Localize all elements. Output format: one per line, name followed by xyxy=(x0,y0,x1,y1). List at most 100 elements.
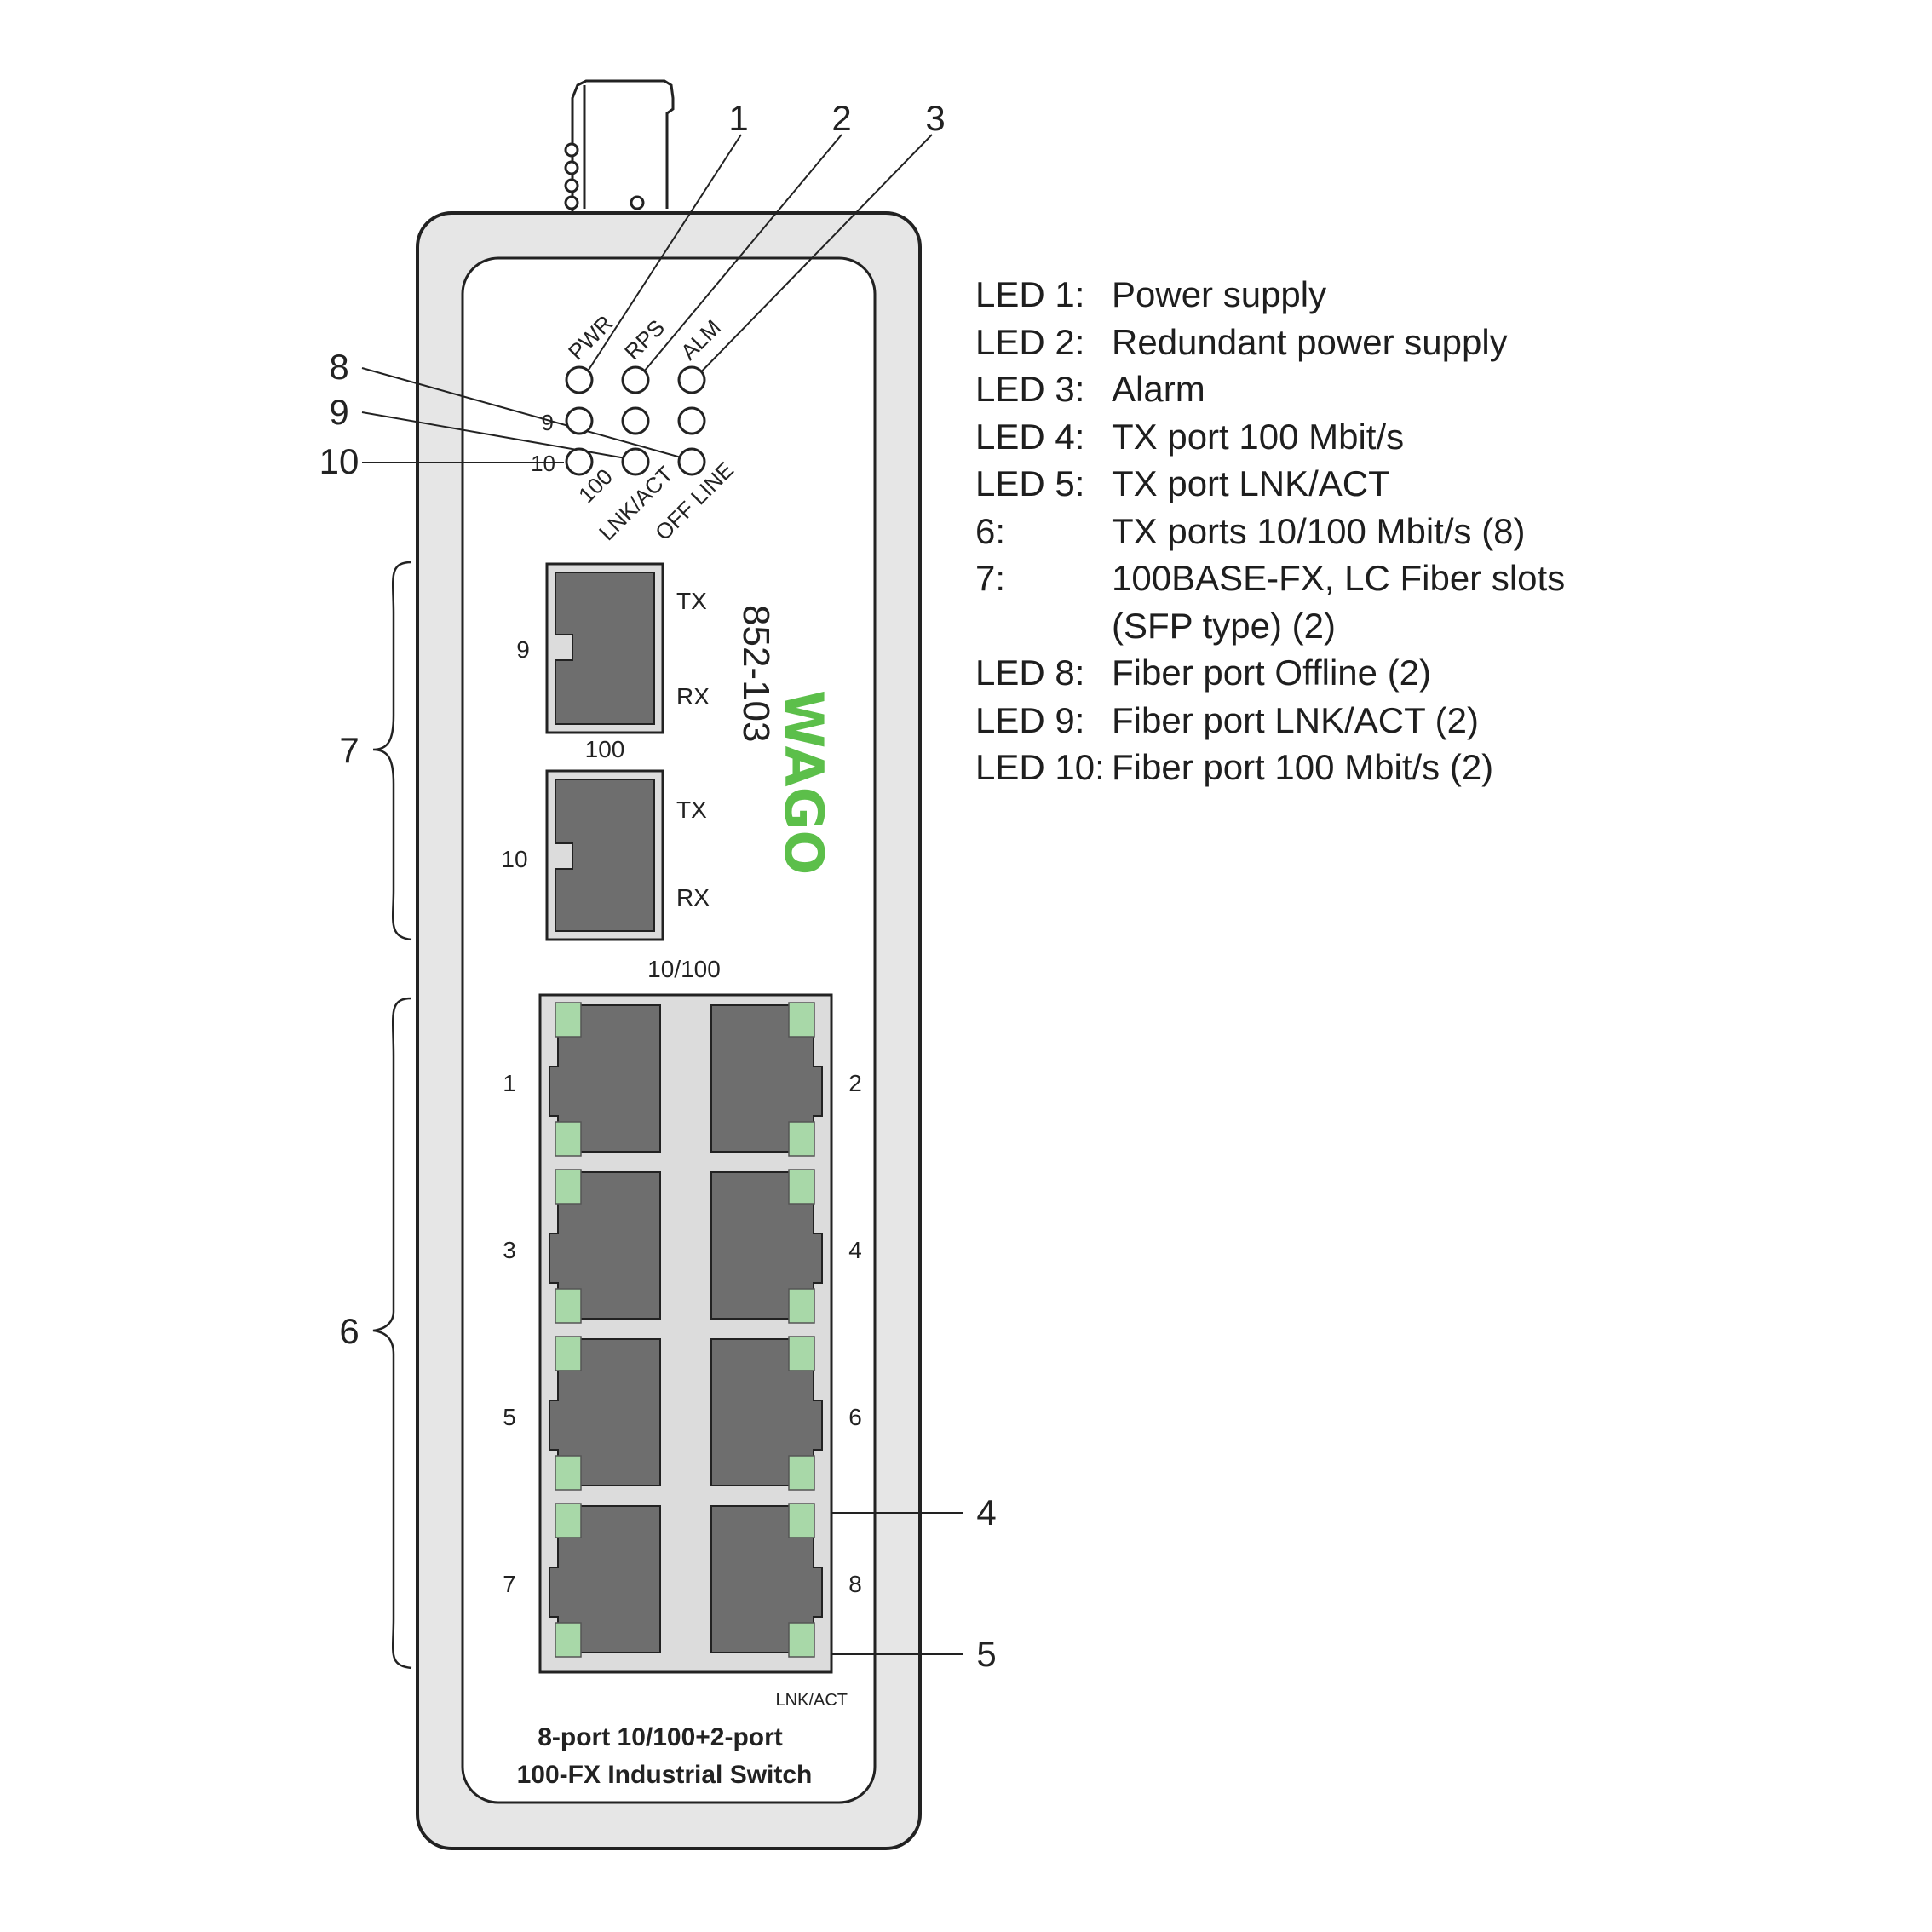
rj45-number-2: 2 xyxy=(848,1070,862,1096)
legend-value: TX port 100 Mbit/s xyxy=(1112,416,1405,457)
legend-key: 7: xyxy=(975,558,1006,598)
braces xyxy=(372,561,412,1670)
rj45-number-7: 7 xyxy=(503,1571,516,1597)
callout-10: 10 xyxy=(319,441,359,481)
legend-value: Fiber port 100 Mbit/s (2) xyxy=(1112,747,1494,787)
rj45-number-3: 3 xyxy=(503,1237,516,1263)
rj45-led-lnk-act xyxy=(555,1455,582,1491)
sfp-9-rx-label: RX xyxy=(676,683,710,710)
led-alm xyxy=(677,365,706,394)
rj45-port-6[interactable] xyxy=(710,1336,823,1491)
callout-7: 7 xyxy=(339,730,359,770)
rj45-led-100 xyxy=(555,1503,582,1538)
device-title-line2: 100-FX Industrial Switch xyxy=(517,1761,813,1789)
rj45-led-lnk-act xyxy=(555,1121,582,1157)
rj45-led-100 xyxy=(788,1169,815,1205)
legend-value: TX port LNK/ACT xyxy=(1112,463,1390,503)
legend-row: 7: 100BASE-FX, LC Fiber slots xyxy=(975,555,1565,602)
legend-row: LED 10:Fiber port 100 Mbit/s (2) xyxy=(975,744,1565,791)
led-9-lnk xyxy=(621,406,650,435)
legend-value: Fiber port Offline (2) xyxy=(1112,653,1432,693)
device-title-line1: 8-port 10/100+2-port xyxy=(538,1723,783,1751)
rj45-socket xyxy=(549,1505,661,1653)
led-pwr xyxy=(565,365,594,394)
legend-row: LED 9:Fiber port LNK/ACT (2) xyxy=(975,697,1565,745)
callout-5: 5 xyxy=(976,1634,996,1674)
copper-speed-label: 10/100 xyxy=(647,956,721,982)
legend-row: (SFP type) (2) xyxy=(975,602,1565,650)
rj45-led-lnk-act xyxy=(788,1288,815,1324)
rj45-socket xyxy=(549,1004,661,1153)
legend-row: LED 4:TX port 100 Mbit/s xyxy=(975,413,1565,461)
legend-key: 6: xyxy=(975,510,1006,551)
led-9-100 xyxy=(565,406,594,435)
rj45-led-100 xyxy=(555,1169,582,1205)
fiber-speed-label: 100 xyxy=(585,736,625,762)
rj45-number-4: 4 xyxy=(848,1237,862,1263)
legend-row: LED 8:Fiber port Offline (2) xyxy=(975,649,1565,697)
model-number: 852-103 xyxy=(735,605,777,742)
rj45-number-8: 8 xyxy=(848,1571,862,1597)
rj45-port-1[interactable] xyxy=(549,1002,661,1157)
sfp-9-tx-label: TX xyxy=(676,588,707,614)
rj45-port-4[interactable] xyxy=(710,1169,823,1324)
callout-9: 9 xyxy=(329,392,348,432)
sfp-port-9[interactable] xyxy=(545,562,664,734)
rj45-port-7[interactable] xyxy=(549,1503,661,1658)
rj45-port-8[interactable] xyxy=(710,1503,823,1658)
rj45-led-lnk-act xyxy=(555,1288,582,1324)
sfp-port-10[interactable] xyxy=(545,769,664,941)
rj45-led-lnk-act xyxy=(788,1622,815,1658)
rj45-led-100 xyxy=(788,1503,815,1538)
rj45-led-100 xyxy=(555,1002,582,1038)
callout-2: 2 xyxy=(831,98,851,138)
legend-value: Power supply xyxy=(1112,274,1327,314)
legend-value: Redundant power supply xyxy=(1112,321,1508,362)
rj45-ports xyxy=(549,1002,823,1658)
legend-key: LED 1: xyxy=(975,274,1085,314)
legend-value: 100BASE-FX, LC Fiber slots xyxy=(1112,558,1566,598)
sfp-10-number: 10 xyxy=(501,846,527,872)
legend-key xyxy=(975,602,1112,650)
rj45-socket xyxy=(549,1171,661,1320)
sfp-10-tx-label: TX xyxy=(676,796,707,823)
callout-4: 4 xyxy=(976,1492,996,1532)
callout-8: 8 xyxy=(329,347,348,387)
legend-key: LED 2: xyxy=(975,321,1085,362)
callout-1: 1 xyxy=(728,98,748,138)
brace-6 xyxy=(372,997,412,1670)
callout-lines xyxy=(361,134,963,1655)
wago-logo: WAGO xyxy=(773,690,835,875)
led-10-lnk xyxy=(621,447,650,476)
rj45-number-6: 6 xyxy=(848,1404,862,1430)
legend-row: LED 5: TX port LNK/ACT xyxy=(975,460,1565,508)
led-10-off xyxy=(677,447,706,476)
legend-value: TX ports 10/100 Mbit/s (8) xyxy=(1112,510,1526,551)
led-9-off xyxy=(677,406,706,435)
legend-key: LED 3: xyxy=(975,369,1085,409)
sfp-10-rx-label: RX xyxy=(676,884,710,911)
sfp-9-number: 9 xyxy=(516,636,530,663)
rj45-port-2[interactable] xyxy=(710,1002,823,1157)
legend-value: Fiber port LNK/ACT (2) xyxy=(1112,699,1480,740)
led-row-label-10: 10 xyxy=(531,451,555,476)
led-row-label-9: 9 xyxy=(542,410,554,435)
din-rail-clip xyxy=(564,79,675,213)
legend-row: LED 1: Power supply xyxy=(975,271,1565,319)
rj45-number-5: 5 xyxy=(503,1404,516,1430)
legend-value: (SFP type) (2) xyxy=(1112,605,1336,646)
rj45-port-3[interactable] xyxy=(549,1169,661,1324)
rj45-led-lnk-act xyxy=(788,1121,815,1157)
legend-row: LED 3: Alarm xyxy=(975,365,1565,413)
rj45-port-5[interactable] xyxy=(549,1336,661,1491)
status-leds xyxy=(565,365,706,476)
rj45-socket xyxy=(549,1338,661,1486)
lnk-act-label: LNK/ACT xyxy=(776,1691,848,1710)
brace-7 xyxy=(372,561,412,941)
callout-6: 6 xyxy=(339,1311,359,1351)
rj45-led-100 xyxy=(555,1336,582,1371)
legend-key: LED 5: xyxy=(975,463,1085,503)
legend-value: Alarm xyxy=(1112,369,1205,409)
legend-row: 6: TX ports 10/100 Mbit/s (8) xyxy=(975,508,1565,555)
